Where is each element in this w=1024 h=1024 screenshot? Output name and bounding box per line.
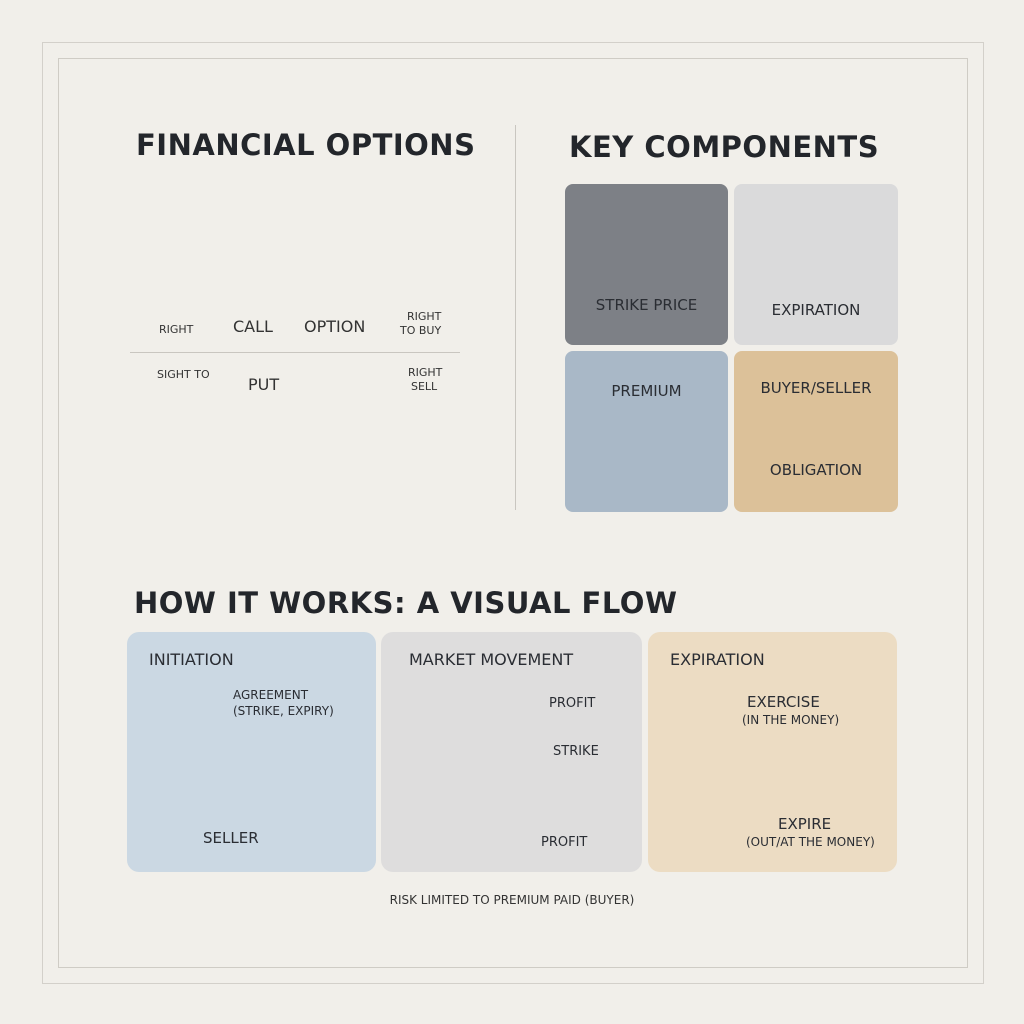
outer-frame [42,42,984,984]
panel-expiration: EXPIRATION EXERCISE ( [648,632,897,872]
put-inner-arc-grey [205,415,293,477]
buyer-person-icon [149,721,227,844]
panel-market-movement: MARKET MOVEMENT PROFIT STRIKE PROFIT [381,632,642,872]
expiration-flow-title: EXPIRATION [670,650,765,669]
flow-title: HOW IT WORKS: A VISUAL FLOW [134,586,678,620]
contract-document-icon [189,686,225,734]
agreement-sub-label: (STRIKE, EXPIRY) [233,704,334,718]
call-left-arrowhead [170,276,206,306]
key-icon [158,305,182,317]
exercise-label: EXERCISE [747,693,820,711]
expire-sub-label: (OUT/AT THE MONEY) [746,835,875,849]
profit-down-icon [593,831,615,853]
initiation-title: INITIATION [149,650,234,669]
put-outer-arc-blue [179,411,293,506]
strike-price-label: STRIKE PRICE [595,296,698,314]
put-outer-arc-gold [299,411,409,506]
strike-label: STRIKE [553,744,599,759]
check-circle-icon [851,729,879,757]
right-to-buy-line2: TO BUY [400,324,442,337]
risk-footer-note: RISK LIMITED TO PREMIUM PAID (BUYER) [389,893,635,907]
seller-label: SELLER [203,829,259,847]
panel-initiation: INITIATION $ [127,632,376,872]
put-inner-arc-beige [299,416,385,477]
tile-expiration: EXPIRATION [734,184,898,345]
x-circle-icon [847,793,875,821]
option-label: OPTION [304,317,366,336]
market-movement-title: MARKET MOVEMENT [409,650,574,669]
put-label: PUT [248,375,280,394]
section-divider [515,125,516,510]
put-down-arrow-icon [247,398,275,438]
exercise-arrow-icon [760,742,840,770]
put-right-arrowhead [382,388,418,416]
obligation-label: OBLIGATION [769,461,863,479]
profit-up-icon [601,692,623,714]
sight-to-label: SIGHT TO [157,368,210,381]
right-sell-line2: SELL [411,380,438,393]
right-to-buy-line1: RIGHT [407,310,442,323]
svg-text:$: $ [225,801,235,819]
call-outer-arc-blue [179,183,289,281]
tile-buyer-seller: BUYER/SELLER OBLIGATION [734,351,898,512]
contract-icon [157,384,184,396]
bull-icon [306,266,352,308]
right-sell-line1: RIGHT [408,366,443,379]
agreement-label: AGREEMENT [233,688,309,702]
call-outer-arc-gold [295,183,409,281]
premium-label: PREMIUM [611,382,682,400]
seller-person-icon [234,721,309,844]
holder-person-icon [676,727,720,844]
inner-frame [58,58,968,968]
exercise-sub-label: (IN THE MONEY) [742,713,840,727]
bear-icon [312,384,350,424]
buyer-seller-label: BUYER/SELLER [760,379,872,397]
profit-top-label: PROFIT [549,696,596,711]
expire-label: EXPIRE [778,815,832,833]
shield-icon [419,285,435,305]
put-left-arrowhead [170,388,206,416]
expiration-label: EXPIRATION [771,301,861,319]
call-label: CALL [233,317,273,336]
tile-premium: PREMIUM [565,351,728,512]
call-inner-arc-grey [203,211,289,277]
key-components-title: KEY COMPONENTS [569,130,880,164]
financial-options-title: FINANCIAL OPTIONS [136,128,476,162]
call-up-arrow-icon [229,256,257,306]
money-bag-icon: $ [213,781,247,824]
call-right-arrowhead [382,276,418,306]
options-divider [130,352,460,353]
svg-text:$: $ [642,232,650,246]
tile-strike-price: $ STRIKE PRICE [565,184,728,345]
exercise-key-icon [722,776,780,804]
profit-bottom-label: PROFIT [541,835,588,850]
right-label-left: RIGHT [159,323,194,336]
call-inner-arc-beige [295,211,383,277]
